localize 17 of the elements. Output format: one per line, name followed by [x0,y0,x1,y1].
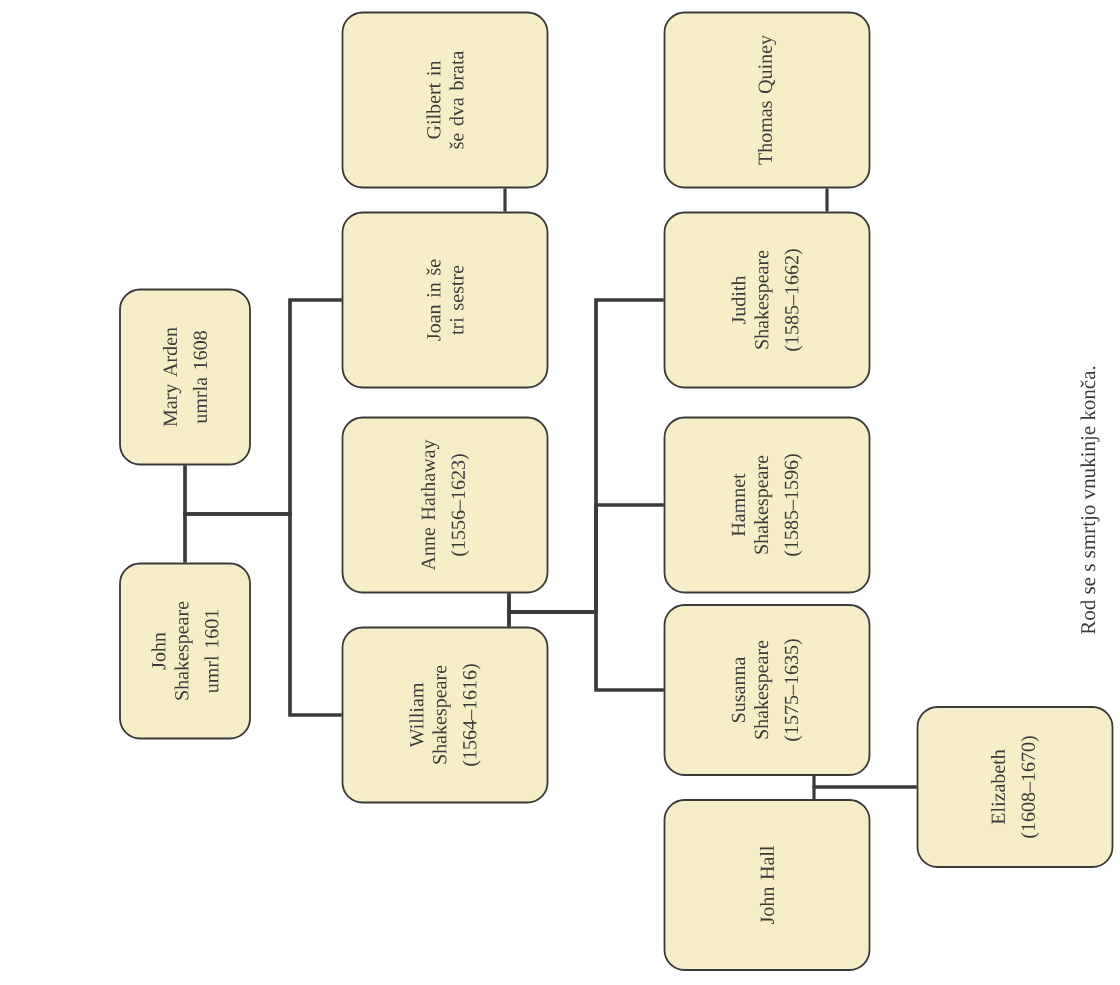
connector-line [812,785,917,800]
family-card: John Hall [663,799,871,971]
family-card: John Shakespeare umrl 1601 [119,562,251,740]
connector-line [183,298,342,516]
family-card: Hamnet Shakespeare (1585–1596) [663,416,871,594]
note-text: Rod se s smrtjo vnukinje konča. [1080,366,1100,635]
family-card: Judith Shakespeare (1585–1662) [663,211,871,389]
family-card: Elizabeth (1608–1670) [916,706,1114,868]
family-card: Susanna Shakespeare (1575–1635) [663,604,871,776]
connector-line [825,188,829,212]
family-card: Thomas Quiney [663,11,871,189]
family-card: Anne Hathaway (1556–1623) [341,416,549,594]
connector-line [503,188,507,212]
family-card: William Shakespeare (1564–1616) [341,626,549,804]
family-card: Joan in še tri sestre [341,211,549,389]
family-card: Gilbert in še dva brata [341,11,549,189]
family-card: Mary Arden umrla 1608 [119,288,251,466]
